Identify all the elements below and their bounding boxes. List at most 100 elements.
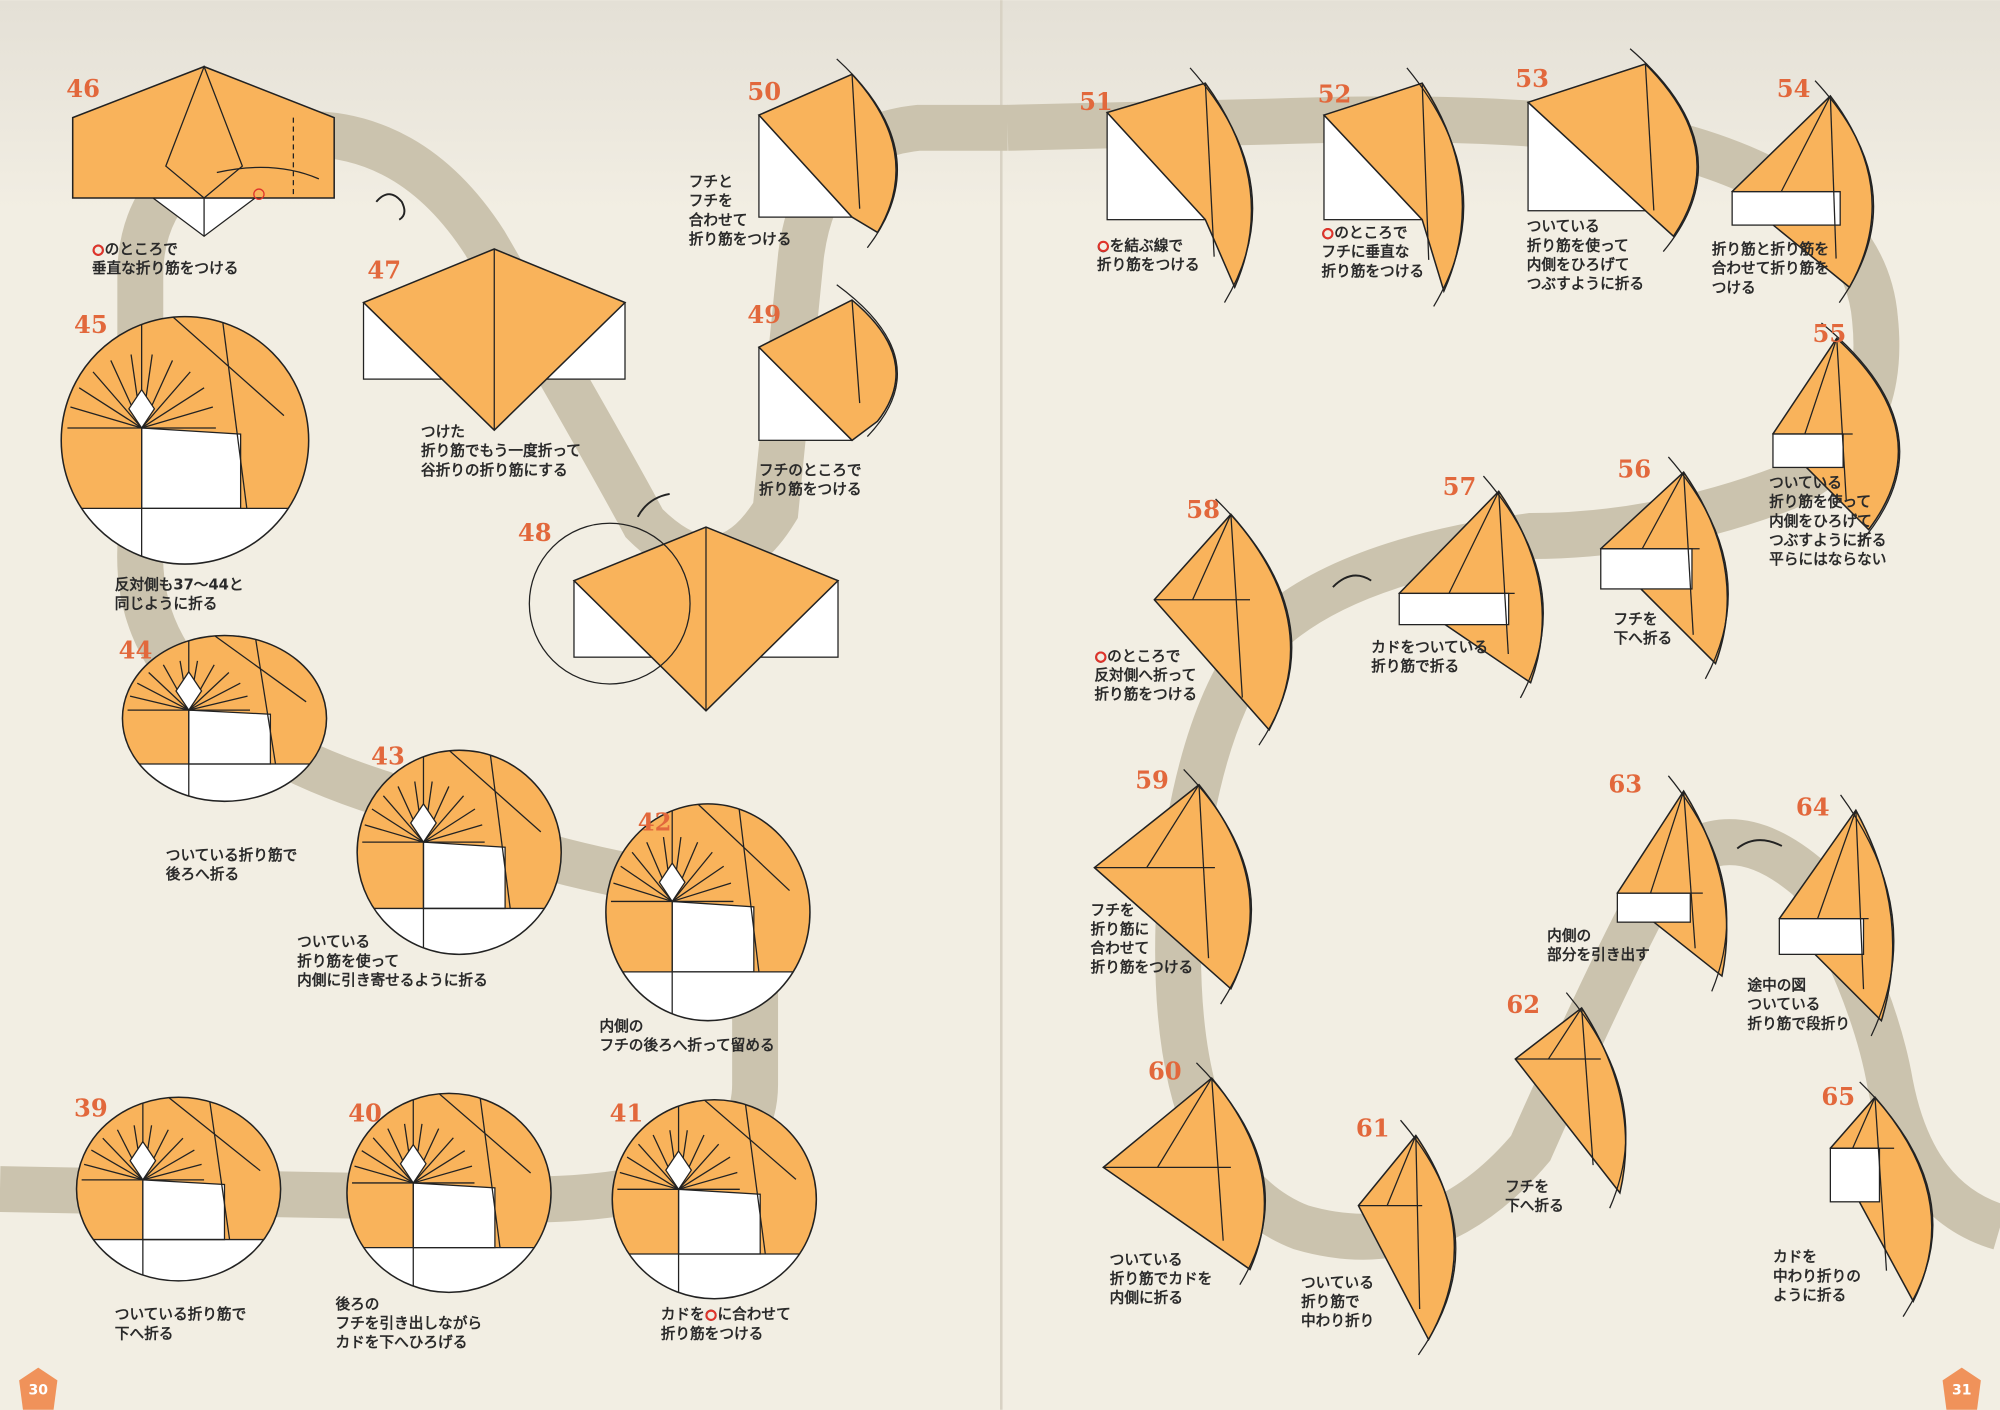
step-caption-line: 内側に引き寄せるように折る bbox=[297, 971, 488, 989]
page-number-text: 30 bbox=[29, 1382, 49, 1398]
step-caption-line: つぶすように折る bbox=[1769, 531, 1886, 549]
red-circle-mark-icon bbox=[1097, 240, 1109, 253]
step-caption-line: 反対側へ折って bbox=[1094, 666, 1196, 684]
step-number: 56 bbox=[1617, 454, 1651, 483]
page-number-left: 30 bbox=[19, 1367, 58, 1410]
step-caption-line: ○のところで bbox=[92, 241, 178, 258]
step-number: 60 bbox=[1148, 1056, 1182, 1085]
step-52-diagram bbox=[1322, 67, 1465, 307]
step-65-diagram bbox=[1829, 1081, 1934, 1317]
step-caption-line: 折り筋を使って bbox=[1527, 236, 1629, 254]
step-caption-line: 折り筋をつける bbox=[1321, 262, 1424, 280]
step-number: 53 bbox=[1515, 64, 1549, 93]
flip-arrow-icon bbox=[1736, 839, 1783, 850]
step-caption-line: つけた bbox=[421, 424, 465, 441]
step-caption-line: フチの後ろへ折って留める bbox=[599, 1036, 774, 1054]
step-caption-line: 折り筋を使って bbox=[297, 952, 399, 970]
step-caption-line: フチを bbox=[689, 193, 733, 210]
step-41-diagram bbox=[611, 1099, 818, 1300]
step-caption-line: ついている bbox=[1527, 218, 1600, 235]
red-circle-mark-icon bbox=[1322, 228, 1334, 240]
step-caption-line: 谷折りの折り筋にする bbox=[421, 461, 568, 479]
step-caption-line: 途中の図 bbox=[1747, 976, 1806, 994]
step-caption-line: 合わせて折り筋を bbox=[1711, 259, 1829, 277]
step-caption-line: 下へ折る bbox=[1505, 1197, 1564, 1215]
step-caption-line: 後ろへ折る bbox=[165, 865, 239, 883]
step-62-diagram bbox=[1514, 992, 1627, 1209]
step-caption-line: ついている bbox=[297, 934, 370, 951]
step-number: 54 bbox=[1777, 74, 1811, 103]
step-caption-line: 内側をひろげて bbox=[1769, 512, 1872, 530]
step-number: 51 bbox=[1079, 87, 1113, 116]
step-caption-line: ついている bbox=[1769, 475, 1842, 492]
step-caption-line: カドを bbox=[1773, 1249, 1817, 1266]
step-caption-line: つぶすように折る bbox=[1527, 275, 1644, 293]
flip-arrow-icon bbox=[1332, 574, 1372, 588]
step-caption-line: 後ろの bbox=[334, 1295, 379, 1313]
step-number: 52 bbox=[1318, 79, 1352, 108]
step-caption-line: 折り筋に bbox=[1091, 920, 1150, 938]
step-caption-line: カドをついている bbox=[1371, 639, 1488, 656]
red-circle-mark-icon bbox=[1095, 651, 1107, 663]
step-caption-line: フチを bbox=[1614, 611, 1658, 628]
step-caption-line: フチを bbox=[1091, 902, 1135, 919]
step-caption-line: 折り筋で bbox=[1301, 1292, 1360, 1310]
step-47-diagram bbox=[362, 248, 627, 432]
step-number: 65 bbox=[1821, 1082, 1855, 1111]
step-number: 58 bbox=[1186, 495, 1220, 524]
step-caption-line: 折り筋をつける bbox=[689, 230, 792, 248]
step-50-diagram bbox=[757, 58, 898, 249]
step-number: 42 bbox=[638, 808, 672, 837]
step-55-diagram bbox=[1771, 322, 1901, 546]
page-number-text: 31 bbox=[1952, 1382, 1972, 1398]
step-caption-line: ついている折り筋で bbox=[115, 1305, 246, 1323]
step-caption-line: カドを○に合わせて bbox=[661, 1305, 791, 1323]
step-number: 44 bbox=[119, 635, 153, 664]
step-40-diagram bbox=[346, 1092, 552, 1294]
step-caption-line: 内側に折る bbox=[1110, 1289, 1183, 1307]
red-circle-mark-icon bbox=[92, 244, 104, 256]
page-number-right: 31 bbox=[1942, 1367, 1981, 1410]
step-caption-line: ように折る bbox=[1773, 1286, 1846, 1304]
step-57-diagram bbox=[1398, 475, 1544, 699]
step-caption-line: ○のところで bbox=[1321, 225, 1407, 242]
step-60-diagram bbox=[1102, 1062, 1266, 1286]
step-caption-line: 部分を引き出す bbox=[1547, 945, 1650, 963]
step-caption-line: ついている bbox=[1301, 1274, 1374, 1291]
step-number: 59 bbox=[1135, 766, 1169, 795]
step-caption-line: 中わり折り bbox=[1301, 1312, 1374, 1330]
step-caption-line: フチを引き出しながら bbox=[335, 1314, 482, 1332]
step-caption-line: 折り筋と折り筋を bbox=[1712, 240, 1829, 258]
step-number: 41 bbox=[610, 1098, 644, 1127]
step-39-diagram bbox=[75, 1096, 282, 1282]
step-number: 47 bbox=[367, 255, 401, 284]
step-61-diagram bbox=[1357, 1119, 1457, 1356]
step-caption-line: 垂直な折り筋をつける bbox=[92, 259, 239, 277]
step-51-diagram bbox=[1105, 67, 1254, 303]
step-caption-line: 折り筋をつける bbox=[1091, 958, 1194, 976]
step-caption-line: 折り筋をつける bbox=[759, 480, 862, 498]
step-46-diagram bbox=[71, 64, 335, 238]
step-54-diagram bbox=[1730, 80, 1875, 303]
step-number: 61 bbox=[1356, 1114, 1390, 1143]
step-56-diagram bbox=[1599, 456, 1729, 680]
red-circle-mark-icon bbox=[705, 1309, 717, 1321]
step-caption-line: カドを下へひろげる bbox=[335, 1334, 467, 1351]
step-caption-line: 折り筋で段折り bbox=[1747, 1014, 1850, 1032]
step-number: 39 bbox=[74, 1093, 108, 1122]
step-caption-line: 下へ折る bbox=[1614, 629, 1673, 647]
step-caption-line: ついている bbox=[1747, 996, 1820, 1013]
step-caption-line: 折り筋でもう一度折って bbox=[421, 442, 581, 460]
step-caption-line: フチを bbox=[1505, 1179, 1549, 1196]
step-caption-line: 反対側も37〜44と bbox=[115, 576, 244, 594]
step-caption-line: 下へ折る bbox=[115, 1324, 174, 1342]
step-caption-line: ○を結ぶ線で bbox=[1097, 236, 1183, 254]
step-caption-line: 内側の bbox=[1547, 926, 1591, 944]
step-caption-line: 折り筋を使って bbox=[1769, 493, 1871, 511]
step-53-diagram bbox=[1526, 48, 1700, 252]
step-caption-line: 折り筋で折る bbox=[1371, 657, 1459, 675]
step-caption-line: ついている bbox=[1110, 1251, 1183, 1268]
step-caption-line: 折り筋でカドを bbox=[1110, 1269, 1213, 1287]
